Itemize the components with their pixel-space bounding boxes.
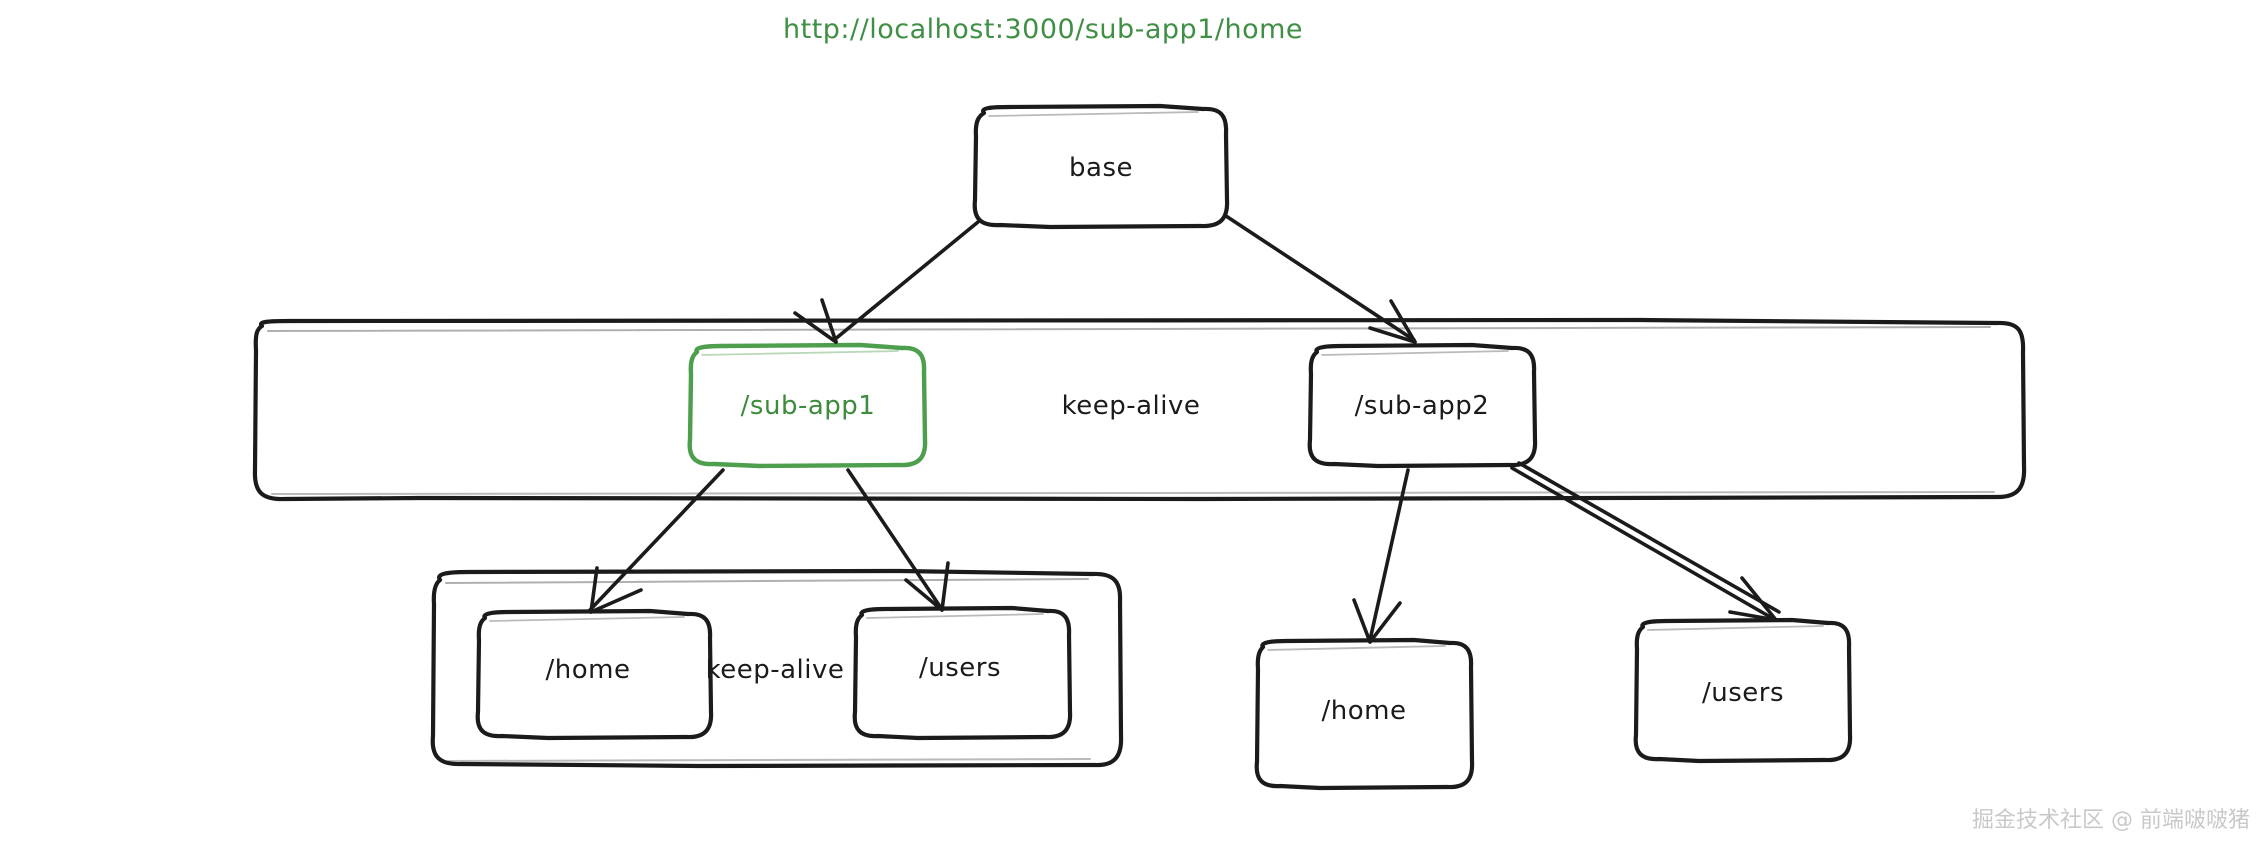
outer-keepalive-label: keep-alive (1061, 391, 1201, 421)
watermark: 掘金技术社区 @ 前端啵啵猪 (1972, 808, 2250, 833)
edge-base-to-sub-app1 (793, 220, 980, 344)
edge-sub-app1-to-users (846, 468, 950, 612)
node-sub-app1[interactable] (687, 342, 928, 469)
node-sub-app2[interactable] (1307, 342, 1538, 469)
node-sub-app2-label: /sub-app2 (1354, 391, 1490, 421)
edge-sub-app2-to-home (1352, 468, 1410, 644)
inner-keepalive-group (430, 568, 1124, 769)
node-app2-users[interactable] (1633, 617, 1853, 764)
inner-keepalive-label: keep-alive (705, 655, 845, 685)
node-app2-users-label: /users (1701, 678, 1785, 708)
outer-keepalive-group (252, 317, 2027, 502)
node-app1-home[interactable] (475, 608, 714, 741)
url-label: http://localhost:3000/sub-app1/home (783, 14, 1304, 45)
node-base-label: base (1069, 153, 1133, 183)
node-app1-users[interactable] (852, 605, 1073, 741)
node-sub-app1-label: /sub-app1 (740, 391, 876, 421)
node-app2-home-label: /home (1321, 696, 1407, 726)
edge-sub-app2-to-users (1510, 461, 1781, 622)
node-base[interactable] (972, 103, 1230, 230)
edge-base-to-sub-app2 (1224, 214, 1417, 344)
edge-sub-app1-to-home (588, 468, 725, 614)
node-app2-home[interactable] (1254, 637, 1475, 791)
node-app1-users-label: /users (918, 653, 1002, 683)
node-app1-home-label: /home (545, 655, 631, 685)
